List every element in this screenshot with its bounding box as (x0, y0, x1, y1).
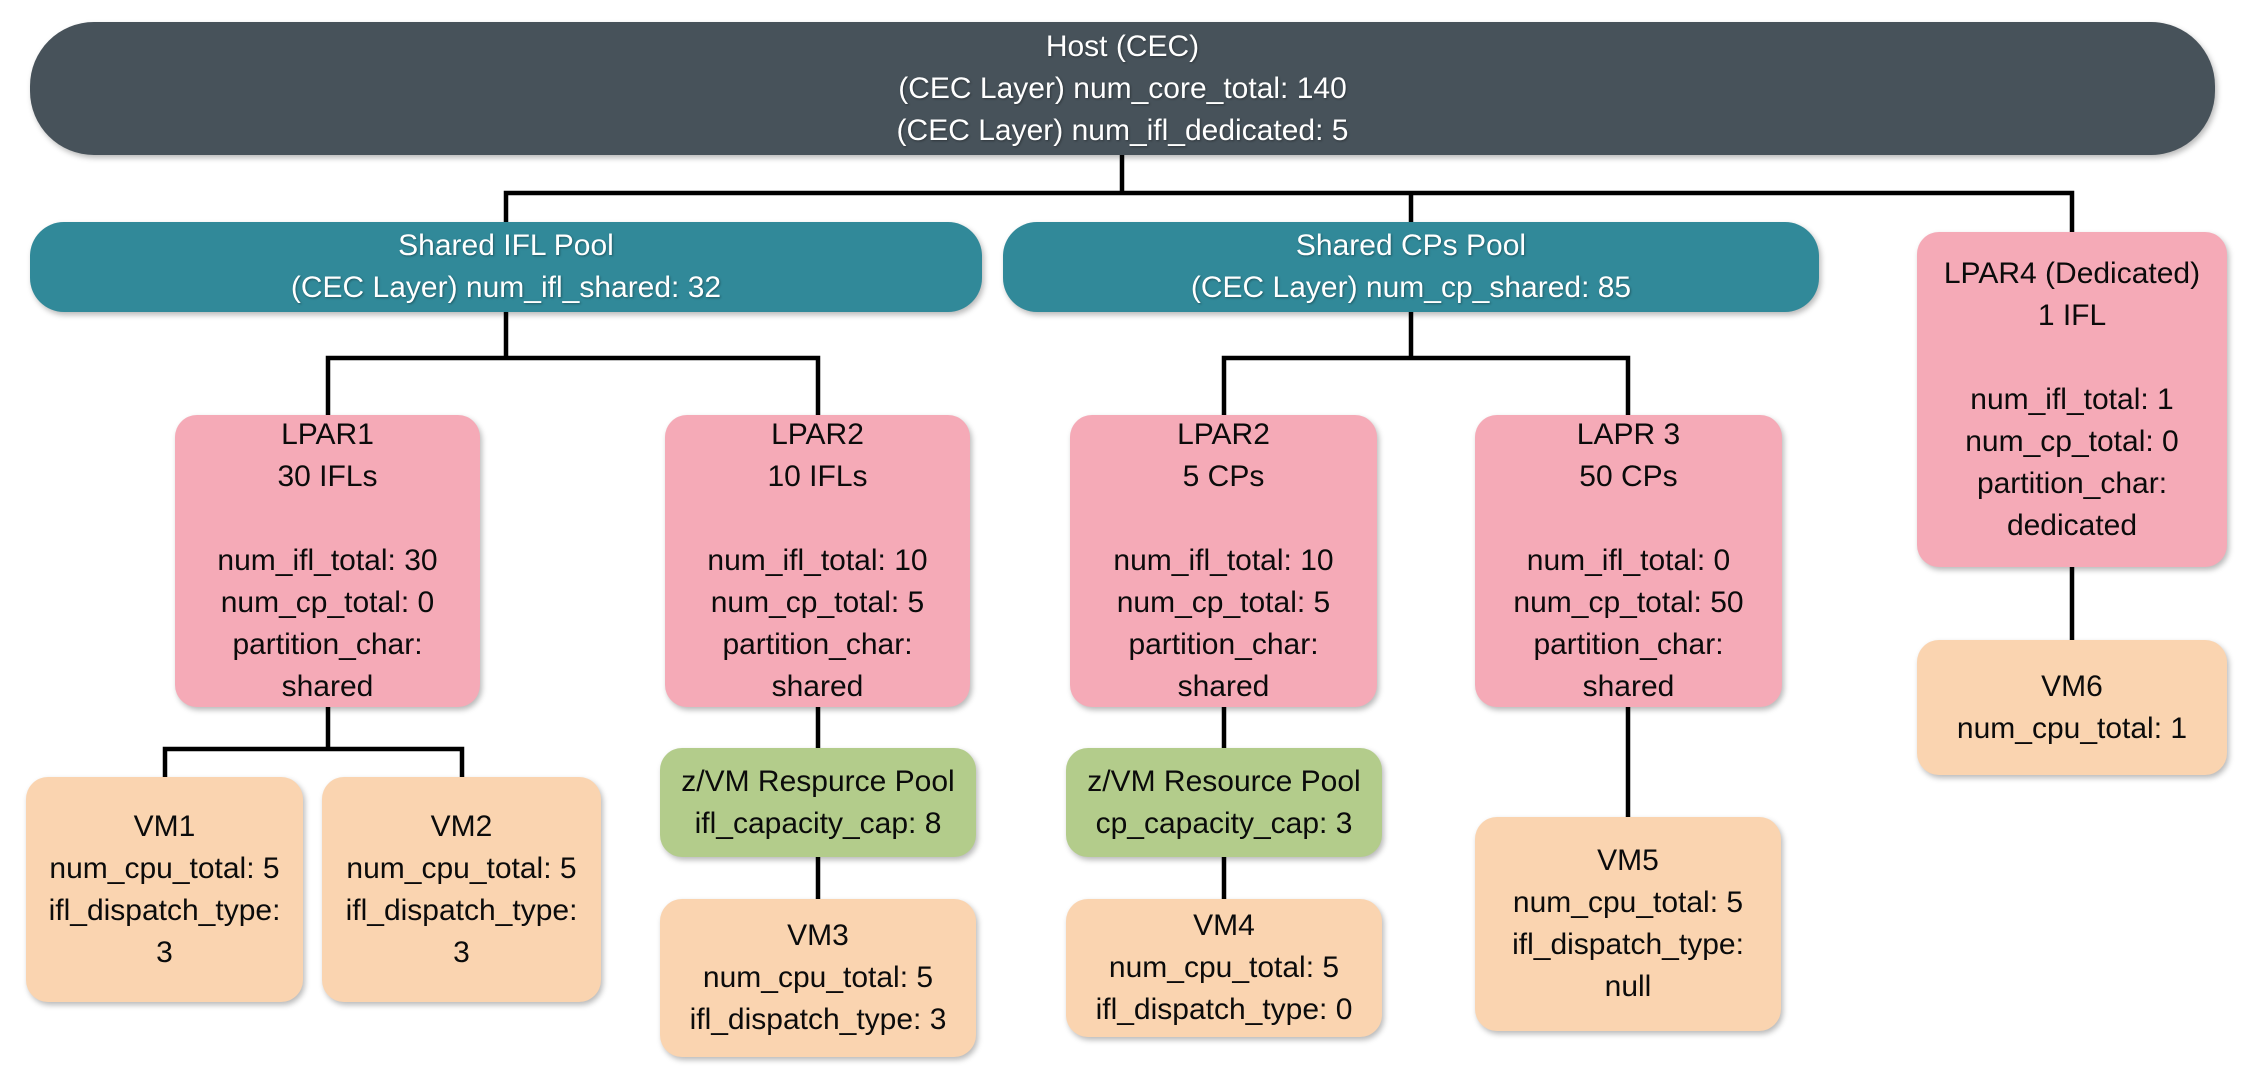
node-line: 5 CPs (1182, 460, 1265, 493)
node-line: ifl_dispatch_type: (48, 893, 281, 927)
lpar4-dedicated-node: LPAR4 (Dedicated) 1 IFL num_ifl_total: 1… (1917, 232, 2227, 567)
node-line (1483, 498, 1774, 540)
node-line: num_cp_total: 0 (1965, 424, 2179, 458)
node-line: cp_capacity_cap: 3 (1095, 806, 1353, 840)
node-line: LAPR 3 (1576, 418, 1681, 451)
node-line: VM3 (787, 919, 849, 952)
node-line: num_cpu_total: 1 (1956, 711, 2188, 745)
node-line: LPAR2 (1177, 418, 1270, 451)
node-line: Shared CPs Pool (1295, 229, 1527, 262)
zvm-resource-pool-ifl-node: z/VM Respurce Pool ifl_capacity_cap: 8 (660, 748, 976, 857)
zvm-resource-pool-cp-node: z/VM Resource Pool cp_capacity_cap: 3 (1066, 748, 1382, 857)
shared-ifl-pool-node: Shared IFL Pool (CEC Layer) num_ifl_shar… (30, 222, 982, 312)
node-line: LPAR2 (771, 418, 864, 451)
node-line: LPAR1 (281, 418, 374, 451)
node-line: num_cpu_total: 5 (1512, 886, 1744, 919)
lapr3-node: LAPR 3 50 CPs num_ifl_total: 0 num_cp_to… (1475, 415, 1782, 707)
node-line: ifl_dispatch_type: 3 (689, 1003, 947, 1036)
vm6-node: VM6 num_cpu_total: 1 (1917, 640, 2227, 775)
node-line: partition_char: (722, 628, 913, 661)
node-line: partition_char: (232, 628, 423, 661)
node-line: 50 CPs (1579, 460, 1678, 493)
node-line: ifl_dispatch_type: (345, 893, 578, 927)
connector-cpspool-to-lpars (1221, 312, 1631, 415)
node-line: shared (1582, 670, 1675, 703)
node-line (1078, 498, 1369, 540)
node-line: num_ifl_total: 10 (1113, 544, 1334, 577)
node-line: num_cp_total: 0 (220, 586, 435, 619)
node-line: num_cpu_total: 5 (49, 851, 280, 885)
node-line: shared (1177, 670, 1270, 703)
host-cec-node: Host (CEC) (CEC Layer) num_core_total: 1… (30, 22, 2215, 155)
node-line: num_cp_total: 50 (1513, 586, 1744, 619)
node-line: partition_char: (1533, 628, 1724, 661)
connector-lpar1-to-vms (162, 707, 465, 777)
node-line: partition_char: (1128, 628, 1319, 661)
lpar2-cp-node: LPAR2 5 CPs num_ifl_total: 10 num_cp_tot… (1070, 415, 1377, 707)
connector-host-to-pools (503, 155, 2075, 232)
node-line: null (1604, 970, 1652, 1003)
node-line: num_ifl_total: 0 (1526, 544, 1731, 577)
node-line: Shared IFL Pool (398, 229, 614, 262)
vm4-node: VM4 num_cpu_total: 5 ifl_dispatch_type: … (1066, 899, 1382, 1037)
node-line: 3 (453, 935, 470, 969)
node-line: VM5 (1597, 844, 1659, 877)
node-line: ifl_dispatch_type: 0 (1095, 993, 1353, 1026)
node-line: num_ifl_total: 1 (1970, 382, 2174, 416)
node-line: num_cpu_total: 5 (1108, 951, 1340, 984)
node-line: ifl_dispatch_type: (1512, 928, 1744, 961)
node-line: num_ifl_total: 30 (217, 544, 438, 577)
vm3-node: VM3 num_cpu_total: 5 ifl_dispatch_type: … (660, 899, 976, 1057)
vm2-node: VM2 num_cpu_total: 5 ifl_dispatch_type: … (322, 777, 601, 1002)
connector-iflpool-to-lpars (325, 312, 821, 415)
node-line: partition_char: (1976, 466, 2168, 500)
node-line: 10 IFLs (767, 460, 868, 493)
node-line: ifl_capacity_cap: 8 (694, 806, 942, 840)
node-line: num_cpu_total: 5 (702, 961, 934, 994)
node-line: Host (CEC) (1045, 29, 1200, 63)
vm5-node: VM5 num_cpu_total: 5 ifl_dispatch_type: … (1475, 817, 1781, 1031)
shared-cps-pool-node: Shared CPs Pool (CEC Layer) num_cp_share… (1003, 222, 1819, 312)
node-line: num_ifl_total: 10 (707, 544, 928, 577)
node-line: VM4 (1193, 909, 1255, 942)
node-line: 30 IFLs (277, 460, 378, 493)
node-line: VM1 (133, 809, 196, 843)
node-line: VM6 (2041, 669, 2103, 703)
node-line: shared (281, 670, 374, 703)
node-line (673, 498, 962, 540)
node-line: LPAR4 (Dedicated) (1943, 256, 2201, 290)
vm1-node: VM1 num_cpu_total: 5 ifl_dispatch_type: … (26, 777, 303, 1002)
node-line: num_cp_total: 5 (1116, 586, 1331, 619)
node-line: z/VM Resource Pool (1087, 764, 1361, 798)
node-line: (CEC Layer) num_ifl_shared: 32 (290, 271, 722, 304)
node-line: num_cpu_total: 5 (346, 851, 577, 885)
node-line: (CEC Layer) num_core_total: 140 (898, 71, 1347, 105)
node-line: (CEC Layer) num_cp_shared: 85 (1190, 271, 1632, 304)
node-line: z/VM Respurce Pool (681, 764, 955, 798)
node-line: 3 (156, 935, 173, 969)
lpar2-ifl-node: LPAR2 10 IFLs num_ifl_total: 10 num_cp_t… (665, 415, 970, 707)
node-line: (CEC Layer) num_ifl_dedicated: 5 (896, 113, 1349, 147)
node-line: VM2 (430, 809, 493, 843)
node-line: 1 IFL (2037, 298, 2107, 332)
node-line (183, 498, 472, 540)
node-line: dedicated (2006, 508, 2138, 542)
node-line (1925, 337, 2219, 379)
node-line: shared (771, 670, 864, 703)
node-line: num_cp_total: 5 (710, 586, 925, 619)
lpar1-node: LPAR1 30 IFLs num_ifl_total: 30 num_cp_t… (175, 415, 480, 707)
